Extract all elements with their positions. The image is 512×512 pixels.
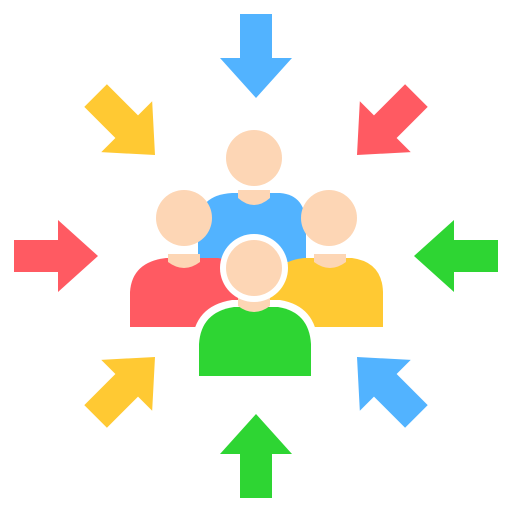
arrow-left-icon bbox=[14, 220, 98, 292]
person-left-head bbox=[156, 190, 212, 246]
person-front-center-head bbox=[226, 240, 282, 296]
arrow-bottom-icon bbox=[220, 414, 292, 498]
person-front-center-icon bbox=[192, 234, 318, 384]
people-group bbox=[130, 130, 383, 384]
person-back-center-icon bbox=[198, 130, 306, 262]
person-back-center-neck bbox=[238, 190, 270, 205]
arrow-bottom-left-icon bbox=[70, 331, 181, 442]
person-left-neck bbox=[168, 254, 200, 268]
arrow-top-right-icon bbox=[331, 70, 442, 181]
person-back-center-head bbox=[226, 130, 282, 186]
arrow-top-icon bbox=[220, 14, 292, 98]
arrow-bottom-right-icon bbox=[331, 331, 442, 442]
arrow-right-icon bbox=[414, 220, 498, 292]
person-back-center-body bbox=[198, 193, 306, 262]
person-front-center-body bbox=[199, 307, 311, 376]
person-right-head bbox=[301, 190, 357, 246]
arrow-top-left-icon bbox=[70, 70, 181, 181]
person-right-neck bbox=[314, 254, 346, 268]
